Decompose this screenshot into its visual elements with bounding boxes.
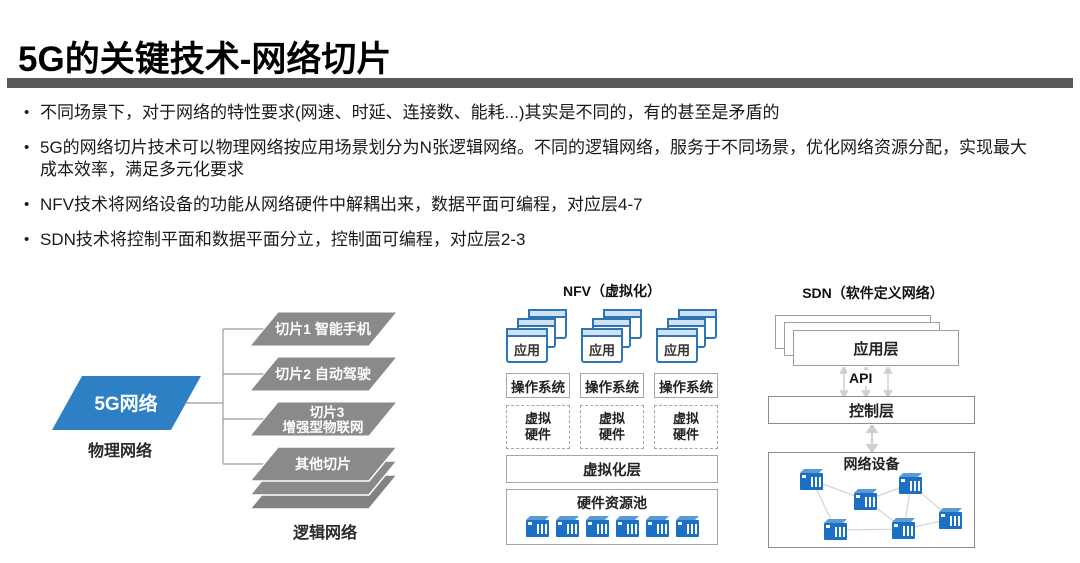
- physical-network-label: 5G网络: [94, 392, 157, 415]
- app-label: 应用: [514, 343, 540, 358]
- server-icon: [555, 516, 579, 537]
- app-windows-icon: 应用: [581, 309, 642, 363]
- slice-label: 切片2 自动驾驶: [275, 366, 371, 382]
- sdn-diagram: SDN（软件定义网络） 应用层 API 控制层 网络设备: [768, 281, 978, 551]
- server-icon: [525, 516, 549, 537]
- virtual-hw-line1: 虚拟: [672, 411, 699, 426]
- os-box: 操作系统: [654, 373, 718, 398]
- bullet-item: NFV技术将网络设备的功能从网络硬件中解耦出来，数据平面可编程，对应层4-7: [22, 194, 1034, 216]
- hardware-pool-label: 硬件资源池: [577, 495, 647, 511]
- nfv-title: NFV（虚拟化）: [563, 283, 661, 299]
- app-windows-icon: 应用: [656, 309, 717, 363]
- server-icon: [585, 516, 609, 537]
- slice-shape: 切片3 增强型物联网: [248, 401, 399, 437]
- nfv-apps-row: 应用 应用 应用: [506, 307, 718, 365]
- sdn-title: SDN（软件定义网络）: [802, 285, 944, 301]
- network-slicing-diagram: 5G网络 物理网络 切片1 智能手机 切片2 自动驾驶 切片3 增强型物联网 其…: [52, 311, 399, 542]
- slice-shape: 切片1 智能手机: [248, 311, 399, 347]
- hardware-pool-servers: [525, 516, 700, 537]
- slice-shape: 切片2 自动驾驶: [248, 356, 399, 392]
- os-box: 操作系统: [506, 373, 570, 398]
- slice-label: 切片1 智能手机: [275, 321, 371, 337]
- virtual-hardware-box: 虚拟 硬件: [580, 405, 644, 449]
- virtual-hw-line2: 硬件: [672, 427, 699, 442]
- network-devices-box: 网络设备: [768, 452, 975, 548]
- connector-lines: [186, 328, 265, 465]
- api-label: API: [847, 370, 875, 386]
- slice-label: 切片3: [310, 404, 345, 420]
- logical-network-caption: 逻辑网络: [293, 523, 357, 542]
- server-icon: [675, 516, 699, 537]
- bullet-item: 5G的网络切片技术可以物理网络按应用场景划分为N张逻辑网络。不同的逻辑网络，服务…: [22, 137, 1034, 181]
- nfv-os-row: 操作系统 操作系统 操作系统: [506, 373, 718, 398]
- server-icon: [645, 516, 669, 537]
- slice-label-line2: 增强型物联网: [283, 419, 364, 435]
- slice-stack: 其他切片: [248, 446, 399, 510]
- hardware-pool-box: 硬件资源池: [506, 489, 718, 545]
- application-layer-box: 应用层: [793, 330, 959, 366]
- bullet-item: SDN技术将控制平面和数据平面分立，控制面可编程，对应层2-3: [22, 229, 1034, 251]
- control-device-arrow: [865, 425, 879, 452]
- physical-network-caption: 物理网络: [88, 441, 152, 460]
- slice-label: 其他切片: [295, 456, 351, 472]
- virtual-hardware-box: 虚拟 硬件: [506, 405, 570, 449]
- device-mesh: [800, 469, 962, 540]
- app-windows-icon: 应用: [506, 309, 567, 363]
- title-divider-bar: [7, 78, 1073, 88]
- bullet-list: 不同场景下，对于网络的特性要求(网速、时延、连接数、能耗...)其实是不同的，有…: [22, 102, 1034, 264]
- app-label: 应用: [664, 343, 690, 358]
- bullet-item: 不同场景下，对于网络的特性要求(网速、时延、连接数、能耗...)其实是不同的，有…: [22, 102, 1034, 124]
- virtual-hw-line1: 虚拟: [524, 411, 551, 426]
- app-label: 应用: [589, 343, 615, 358]
- virtual-hw-line2: 硬件: [524, 427, 551, 442]
- os-box: 操作系统: [580, 373, 644, 398]
- network-devices-label: 网络设备: [843, 456, 900, 472]
- device-server-icons: [800, 469, 962, 540]
- server-icon: [615, 516, 639, 537]
- virtual-hardware-box: 虚拟 硬件: [654, 405, 718, 449]
- nfv-virtual-hw-row: 虚拟 硬件 虚拟 硬件 虚拟 硬件: [506, 405, 718, 449]
- virtual-hw-line1: 虚拟: [598, 411, 625, 426]
- physical-network-shape: 5G网络: [52, 376, 201, 430]
- nfv-diagram: NFV（虚拟化） 应用 应用: [506, 281, 718, 545]
- virtualization-layer-box: 虚拟化层: [506, 455, 718, 483]
- page-title: 5G的关键技术-网络切片: [18, 40, 392, 80]
- virtual-hw-line2: 硬件: [598, 427, 625, 442]
- control-layer-box: 控制层: [768, 396, 975, 424]
